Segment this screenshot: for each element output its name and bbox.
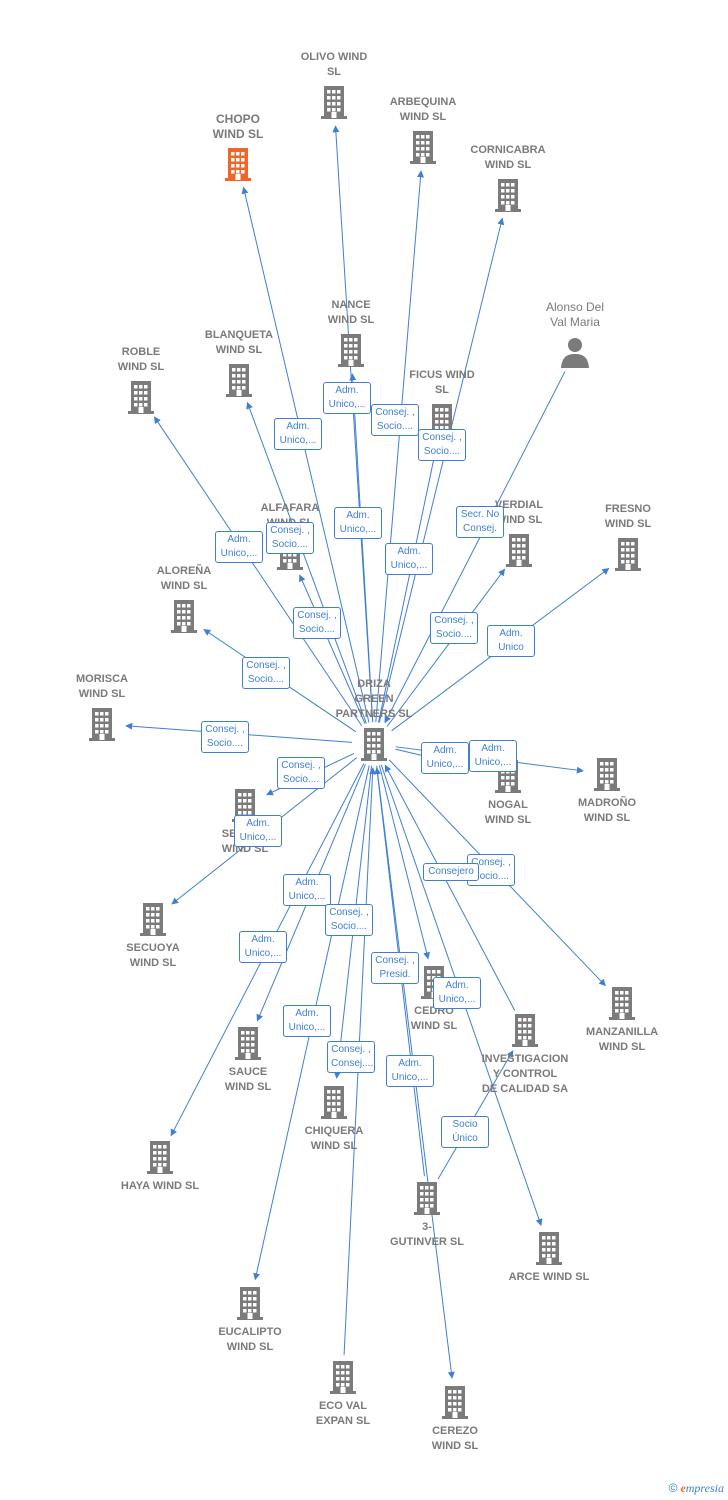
node-label[interactable]: 3- GUTINVER SL xyxy=(390,1221,464,1248)
node-label[interactable]: CHOPO WIND SL xyxy=(212,112,264,141)
edge-label[interactable]: Adm. Unico,... xyxy=(283,874,331,906)
edge-label[interactable]: Adm. Unico,... xyxy=(239,931,287,963)
building-icon[interactable] xyxy=(612,536,644,572)
edge-label[interactable]: Adm. Unico xyxy=(487,625,535,657)
building-icon[interactable] xyxy=(509,1012,541,1048)
building-icon[interactable] xyxy=(411,1180,443,1216)
building-icon[interactable] xyxy=(407,129,439,165)
building-icon[interactable] xyxy=(591,756,623,792)
node-label[interactable]: SAUCE WIND SL xyxy=(224,1066,272,1093)
building-icon[interactable] xyxy=(234,1285,266,1321)
node-label[interactable]: MANZANILLA WIND SL xyxy=(585,1026,659,1053)
brand-logo-text: mpresia xyxy=(685,1481,724,1495)
building-icon[interactable] xyxy=(232,1025,264,1061)
edge-label[interactable]: Adm. Unico,... xyxy=(421,742,469,774)
building-icon[interactable] xyxy=(318,84,350,120)
edge-label[interactable]: Socio Único xyxy=(441,1116,489,1148)
building-icon[interactable] xyxy=(492,177,524,213)
node-label[interactable]: MADROÑO WIND SL xyxy=(577,797,637,824)
node-label[interactable]: FICUS WIND SL xyxy=(409,369,475,396)
node-label[interactable]: ECO VAL EXPAN SL xyxy=(315,1400,371,1427)
building-icon[interactable] xyxy=(223,362,255,398)
edge-label[interactable]: Adm. Unico,... xyxy=(386,1055,434,1087)
edge-label[interactable]: Consej. , Socio.... xyxy=(371,404,419,436)
building-icon[interactable] xyxy=(358,726,390,762)
node-label[interactable]: ROBLE WIND SL xyxy=(117,346,165,373)
edge-label[interactable]: Adm. Unico,... xyxy=(385,543,433,575)
building-icon[interactable] xyxy=(137,901,169,937)
building-icon[interactable] xyxy=(168,598,200,634)
edge-label[interactable]: Adm. Unico,... xyxy=(334,507,382,539)
edge-gutinver-investigacion xyxy=(437,1050,514,1180)
building-icon[interactable] xyxy=(318,1084,350,1120)
building-icon[interactable] xyxy=(439,1384,471,1420)
node-label[interactable]: SECUOYA WIND SL xyxy=(126,942,180,969)
node-label[interactable]: OLIVO WIND SL xyxy=(300,51,368,78)
node-label[interactable]: NOGAL WIND SL xyxy=(484,799,532,826)
node-label[interactable]: ARCE WIND SL xyxy=(508,1271,590,1283)
edge-label[interactable]: Adm. Unico,... xyxy=(323,382,371,414)
node-label[interactable]: CEREZO WIND SL xyxy=(431,1425,479,1452)
edge-driza-ficus xyxy=(378,442,440,723)
edge-driza-verdial xyxy=(386,568,506,727)
edge-alonso-driza xyxy=(384,371,566,724)
edge-label[interactable]: Adm. Unico,... xyxy=(433,977,481,1009)
edge-driza-cedro xyxy=(378,765,430,960)
edge-label[interactable]: Consej. , Socio.... xyxy=(277,757,325,789)
building-icon[interactable] xyxy=(503,532,535,568)
building-icon[interactable] xyxy=(86,706,118,742)
copyright-symbol: © xyxy=(668,1481,678,1495)
edge-label[interactable]: Consej. , Socio.... xyxy=(418,429,466,461)
edge-driza-cornicabra xyxy=(378,217,505,723)
building-icon[interactable] xyxy=(125,379,157,415)
building-icon[interactable] xyxy=(327,1359,359,1395)
node-label[interactable]: Alonso Del Val Maria xyxy=(545,300,605,329)
edge-label[interactable]: Consej. , Consej.... xyxy=(327,1041,375,1073)
edge-investigacion-driza xyxy=(384,764,516,1011)
edge-driza-alfafara xyxy=(298,574,366,725)
node-label[interactable]: EUCALIPTO WIND SL xyxy=(218,1326,282,1353)
edge-label[interactable]: Consej. , Socio.... xyxy=(430,612,478,644)
edge-label[interactable]: Consejero xyxy=(423,863,479,881)
edge-driza-arbequina xyxy=(375,170,425,723)
node-label[interactable]: NANCE WIND SL xyxy=(327,299,375,326)
edge-label[interactable]: Adm. Unico,... xyxy=(215,531,263,563)
edge-label[interactable]: Consej. , Socio.... xyxy=(325,904,373,936)
building-icon[interactable] xyxy=(606,985,638,1021)
node-label[interactable]: CHIQUERA WIND SL xyxy=(304,1125,364,1152)
node-label[interactable]: MORISCA WIND SL xyxy=(76,673,128,700)
edge-label[interactable]: Adm. Unico,... xyxy=(469,740,517,772)
edge-label[interactable]: Adm. Unico,... xyxy=(234,815,282,847)
node-label[interactable]: INVESTIGACION Y CONTROL DE CALIDAD SA xyxy=(481,1053,569,1095)
edge-label[interactable]: Consej. , Presid. xyxy=(371,952,419,984)
node-label[interactable]: FRESNO WIND SL xyxy=(604,503,652,530)
building-icon[interactable] xyxy=(335,332,367,368)
edge-label[interactable]: Secr. No Consej. xyxy=(456,506,504,538)
edge-label[interactable]: Consej. , Socio.... xyxy=(242,657,290,689)
node-label[interactable]: CORNICABRA WIND SL xyxy=(470,144,546,171)
edge-label[interactable]: Consej. , Socio.... xyxy=(293,607,341,639)
person-icon[interactable] xyxy=(559,334,591,370)
node-label[interactable]: DRIZA GREEN PARTNERS SL xyxy=(335,678,413,720)
edge-driza-blanqueta xyxy=(246,401,367,724)
edge-driza-nance xyxy=(349,373,374,723)
node-label[interactable]: ALOREÑA WIND SL xyxy=(156,565,212,592)
edge-driza-chopo xyxy=(241,186,370,723)
building-icon[interactable] xyxy=(222,146,254,182)
building-icon[interactable] xyxy=(533,1230,565,1266)
brand-logo-initial: e xyxy=(680,1481,686,1495)
node-label[interactable]: BLANQUETA WIND SL xyxy=(204,329,274,356)
node-label[interactable]: HAYA WIND SL xyxy=(120,1180,200,1192)
brand-footer: © empresia xyxy=(669,1481,724,1496)
edge-driza-roble xyxy=(153,416,363,727)
building-icon[interactable] xyxy=(144,1139,176,1175)
node-label[interactable]: ARBEQUINA WIND SL xyxy=(389,96,457,123)
edge-label[interactable]: Consej. , Socio.... xyxy=(266,522,314,554)
edge-label[interactable]: Consej. , Socio.... xyxy=(201,721,249,753)
node-label[interactable]: VERDIAL WIND SL xyxy=(494,499,544,526)
edge-label[interactable]: Adm. Unico,... xyxy=(283,1005,331,1037)
edge-label[interactable]: Adm. Unico,... xyxy=(274,418,322,450)
